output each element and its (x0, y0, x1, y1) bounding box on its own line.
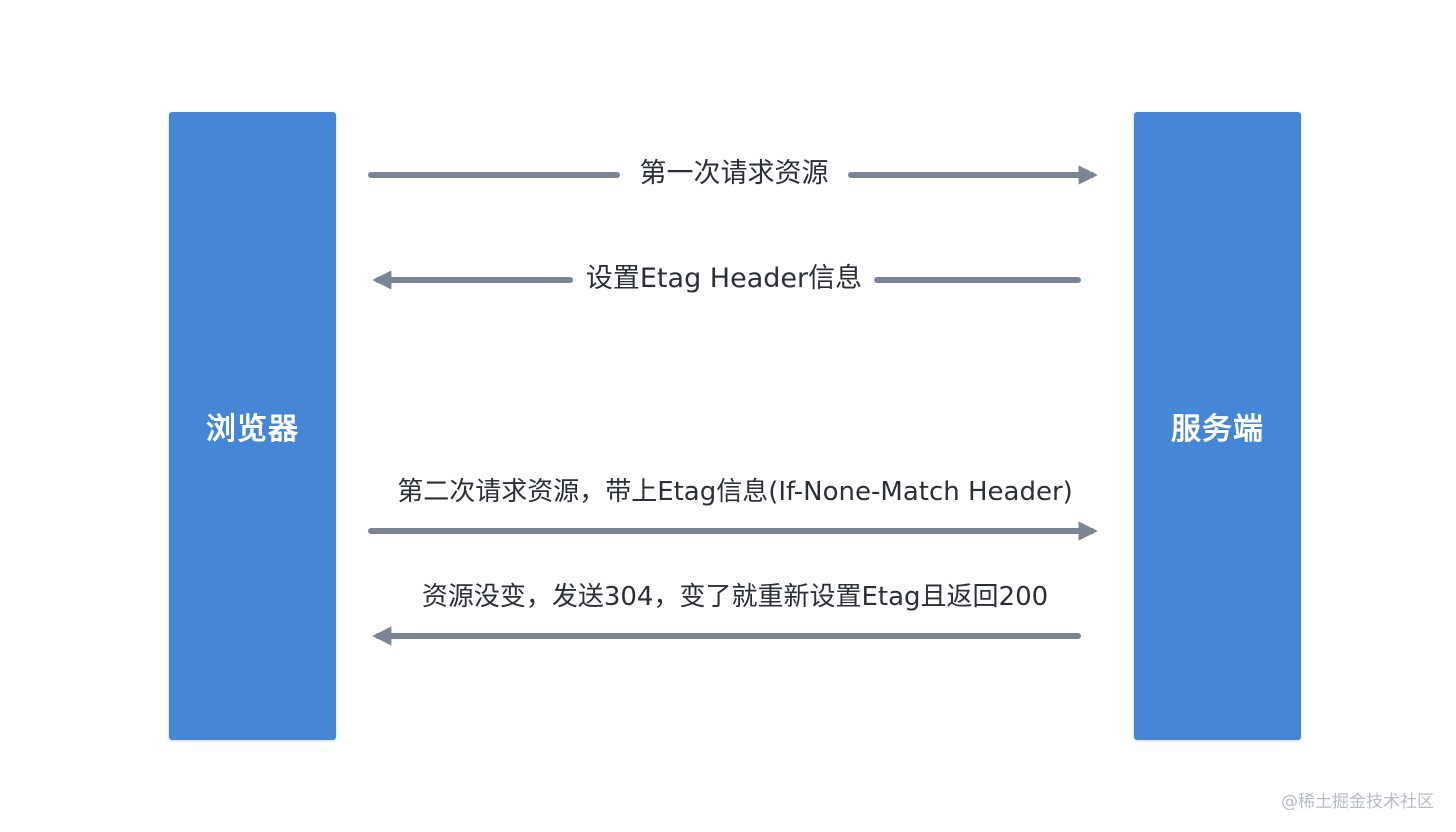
server-label: 服务端 (1171, 412, 1264, 447)
browser-lifeline: 浏览器 (169, 112, 336, 740)
message-label-3: 第二次请求资源，带上Etag信息(If-None-Match Header) (397, 477, 1073, 507)
watermark: @稀土掘金技术社区 (1281, 792, 1434, 812)
message-label-2: 设置Etag Header信息 (585, 263, 863, 294)
message-label-1: 第一次请求资源 (639, 158, 829, 189)
server-lifeline: 服务端 (1134, 112, 1301, 740)
message-label-4: 资源没变，发送304，变了就重新设置Etag且返回200 (421, 582, 1049, 612)
browser-label: 浏览器 (206, 412, 299, 447)
